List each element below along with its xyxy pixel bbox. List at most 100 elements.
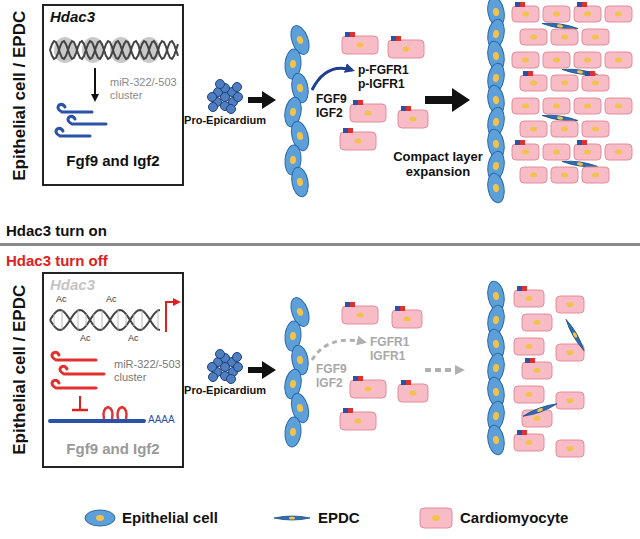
dashed-arrow (425, 368, 462, 372)
nucleus (526, 344, 533, 349)
receptor-mark (515, 2, 520, 7)
receptor-mark (350, 302, 355, 307)
nucleus (553, 104, 560, 109)
cardiomyocyte (342, 306, 378, 324)
panel-label: Epithelial cell / EPDC (10, 11, 30, 181)
block-arrow (425, 88, 470, 112)
cell-body (85, 510, 115, 526)
nucleus (522, 150, 529, 155)
receptor-mark (358, 100, 363, 105)
receptor-mark (401, 380, 406, 385)
receptor-mark (590, 71, 595, 76)
epdc-cell (274, 516, 310, 520)
receptor-mark (396, 36, 401, 41)
nucleus (592, 127, 599, 132)
nucleus (357, 43, 364, 48)
cardiomyocyte (605, 144, 632, 160)
secretion-arrow (312, 68, 352, 90)
receptor-label: FGFR1 (370, 336, 409, 350)
nucleus (289, 108, 296, 117)
cardiomyocyte (512, 144, 539, 160)
nucleus (584, 104, 591, 109)
nucleus (492, 340, 499, 349)
nucleus (567, 398, 574, 403)
proepicardium-cell (209, 103, 218, 112)
transcription-arrow (166, 302, 178, 332)
nucleus (296, 35, 304, 45)
nucleus (96, 515, 104, 521)
cardiomyocyte (574, 6, 601, 22)
structure-label: Pro-Epicardium (184, 384, 266, 397)
base-pair (134, 314, 135, 326)
acetyl-mark: Ac (56, 294, 67, 304)
nucleus (561, 81, 568, 86)
cardiomyocyte (582, 75, 609, 91)
nucleus (530, 35, 537, 40)
nucleus (615, 104, 622, 109)
nucleus (365, 111, 372, 116)
nucleus (492, 74, 499, 83)
cell-body (290, 166, 311, 198)
receptor-mark (522, 286, 527, 291)
rna-hairpin (60, 366, 104, 374)
epithelial-cell (486, 172, 507, 204)
inhibition-line (79, 396, 81, 410)
box-text: miR-322/-503 cluster (114, 358, 182, 383)
nucleus (290, 332, 297, 340)
proepicardium-cell (208, 363, 217, 372)
cell-body (486, 172, 507, 204)
nucleus (492, 52, 499, 61)
cardiomyocyte (556, 440, 584, 457)
nucleus (557, 116, 563, 120)
cell-body (522, 402, 557, 418)
receptor-mark (517, 286, 522, 291)
receptor-mark (523, 71, 528, 76)
cell-body (486, 424, 507, 456)
cardiomyocyte (582, 29, 609, 45)
receptor-mark (406, 380, 411, 385)
cardiomyocyte (340, 412, 376, 430)
receptor-mark (391, 36, 396, 41)
dashed-secretion-arrow (312, 340, 364, 360)
cardiomyocyte (574, 98, 601, 114)
receptor-mark (343, 128, 348, 133)
nucleus (403, 47, 410, 52)
receptor-mark (343, 408, 348, 413)
nucleus (290, 60, 297, 68)
receptor-mark (348, 408, 353, 413)
legend-icon (420, 508, 452, 528)
mrna-strand (50, 419, 144, 423)
box-text: Hdac3 (50, 276, 95, 293)
nucleus (592, 173, 599, 178)
nucleus (615, 150, 622, 155)
nucleus (492, 8, 499, 17)
nucleus (530, 173, 537, 178)
proepicardium-cell (233, 83, 242, 92)
proepicardium-cell (227, 375, 236, 384)
nucleus (526, 440, 533, 445)
condition-label: Hdac3 turn off (6, 252, 108, 269)
rna-hairpin (68, 116, 106, 124)
cardiomyocyte (514, 338, 544, 355)
nucleus (355, 139, 362, 144)
nucleus (553, 12, 560, 17)
panel-divider (0, 243, 640, 246)
base-pair (126, 314, 127, 326)
cardiomyocyte (556, 296, 584, 313)
base-pair (62, 311, 63, 330)
nucleus (584, 58, 591, 63)
receptor-mark (582, 140, 587, 145)
cardiomyocyte (512, 6, 539, 22)
acetyl-mark: Ac (106, 294, 117, 304)
cardiomyocyte (556, 344, 584, 361)
cardiomyocyte (543, 6, 570, 22)
cardiomyocyte (551, 29, 578, 45)
block-arrow (248, 361, 276, 379)
nucleus (615, 12, 622, 17)
nucleus (492, 140, 499, 149)
receptor-mark (530, 358, 535, 363)
nucleus (534, 320, 541, 325)
nucleus (492, 118, 499, 127)
nucleus (492, 292, 499, 301)
nucleus (289, 380, 296, 389)
